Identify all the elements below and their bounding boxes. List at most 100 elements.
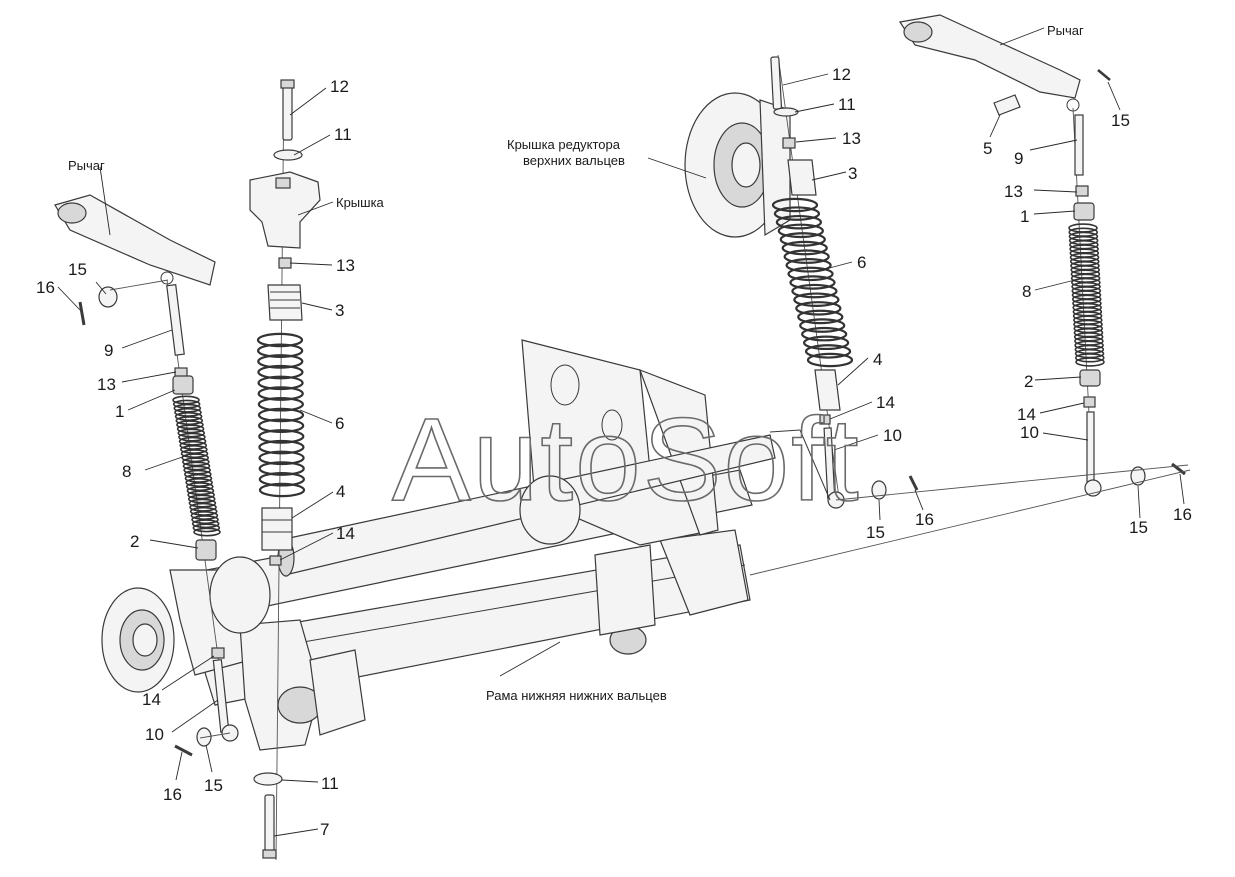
callout-14: 14: [876, 393, 895, 412]
callout-16: 16: [915, 510, 934, 529]
spring-coil: [178, 432, 206, 442]
callout-4: 4: [873, 350, 882, 369]
spring-coil: [181, 453, 209, 463]
callout-11: 11: [321, 774, 339, 793]
watermark: AutoSoft: [392, 394, 861, 526]
callout-12: 12: [832, 65, 851, 84]
spring-coil: [186, 486, 215, 496]
spring-coil: [1075, 357, 1105, 367]
spring-coil: [795, 301, 842, 316]
spring-coil: [783, 249, 830, 264]
spring-coil: [178, 436, 207, 446]
spring-coil: [174, 407, 202, 417]
spring-coil: [789, 275, 836, 290]
callout-13: 13: [1004, 182, 1023, 201]
callout-11: 11: [334, 125, 352, 144]
label-gearbox-cover-1: Крышка редуктора: [507, 137, 621, 152]
spring-coil: [177, 428, 206, 438]
spring-coil: [803, 335, 850, 351]
spring-coil: [258, 450, 305, 466]
spring-coil: [806, 352, 854, 368]
callout-7: 7: [320, 820, 329, 839]
spring-coil: [777, 223, 824, 239]
callout-15: 15: [1111, 111, 1130, 130]
label-cover: Крышка: [336, 195, 385, 210]
spring-coil: [183, 465, 211, 475]
spring-coil: [257, 397, 304, 412]
spring-coil: [172, 395, 200, 405]
spring-coil: [172, 399, 201, 409]
callout-13: 13: [97, 375, 116, 394]
spring-coil: [191, 515, 219, 525]
spring-coil: [787, 266, 834, 282]
spring-coil: [257, 375, 304, 391]
callout-16: 16: [1173, 505, 1192, 524]
leader-lines: [57, 27, 1185, 837]
spring-coil: [258, 429, 305, 444]
spring-coil: [184, 473, 213, 483]
spring-8-left: [172, 395, 221, 537]
spring-coil: [176, 424, 205, 434]
spring-coil: [797, 309, 844, 325]
spring-coil: [257, 343, 304, 358]
callout-16: 16: [36, 278, 55, 297]
spring-coil: [779, 232, 826, 247]
spring-coil: [257, 354, 304, 369]
callout-5: 5: [983, 139, 992, 158]
spring-coil: [258, 482, 306, 498]
callout-3: 3: [848, 164, 857, 183]
spring-coil: [257, 364, 304, 380]
gearbox-cover: [684, 92, 791, 238]
callout-14: 14: [1017, 405, 1036, 424]
spring-coil: [804, 344, 852, 359]
left-lever: [54, 194, 216, 286]
spring-coil: [258, 439, 305, 455]
spring-coil: [771, 197, 819, 213]
callout-2: 2: [130, 532, 139, 551]
spring-coil: [258, 418, 305, 433]
right-rod-assembly: [1068, 107, 1186, 497]
callout-13: 13: [842, 129, 861, 148]
spring-coil: [801, 326, 848, 342]
spring-coil: [185, 482, 214, 492]
callout-14: 14: [336, 524, 355, 543]
spring-coil: [173, 403, 202, 413]
spring-coil: [799, 318, 846, 333]
callout-12: 12: [330, 77, 349, 96]
callout-8: 8: [122, 462, 131, 481]
spring-coil: [1074, 353, 1105, 363]
spring-coil: [182, 461, 211, 471]
spring-coil: [187, 494, 216, 504]
spring-coil: [256, 332, 304, 348]
callout-10: 10: [1020, 423, 1039, 442]
spring-coil: [179, 440, 208, 450]
spring-coil: [180, 449, 209, 459]
spring-coil: [257, 407, 305, 423]
spring-coil: [187, 490, 215, 500]
label-gearbox-cover-2: верхних вальцев: [523, 153, 625, 168]
callout-16: 16: [163, 785, 182, 804]
callout-15: 15: [866, 523, 885, 542]
callout-10: 10: [883, 426, 902, 445]
callout-15: 15: [204, 776, 223, 795]
label-lever-right: Рычаг: [1047, 23, 1084, 38]
callout-11: 11: [838, 95, 856, 114]
spring-coil: [258, 472, 305, 487]
middle-right-column: [769, 54, 919, 509]
spring-coil: [791, 283, 838, 299]
callout-14: 14: [142, 690, 161, 709]
callout-15: 15: [68, 260, 87, 279]
label-lever-left: Рычаг: [68, 158, 105, 173]
spring-coil: [191, 519, 220, 529]
center-left-column: [249, 79, 321, 861]
spring-coil: [189, 502, 217, 512]
callout-2: 2: [1024, 372, 1033, 391]
spring-coil: [184, 469, 212, 479]
spring-coil: [185, 478, 213, 487]
callout-15: 15: [1129, 518, 1148, 537]
callout-10: 10: [145, 725, 164, 744]
spring-coil: [257, 386, 304, 401]
callout-13: 13: [336, 256, 355, 275]
spring-coil: [188, 498, 217, 508]
